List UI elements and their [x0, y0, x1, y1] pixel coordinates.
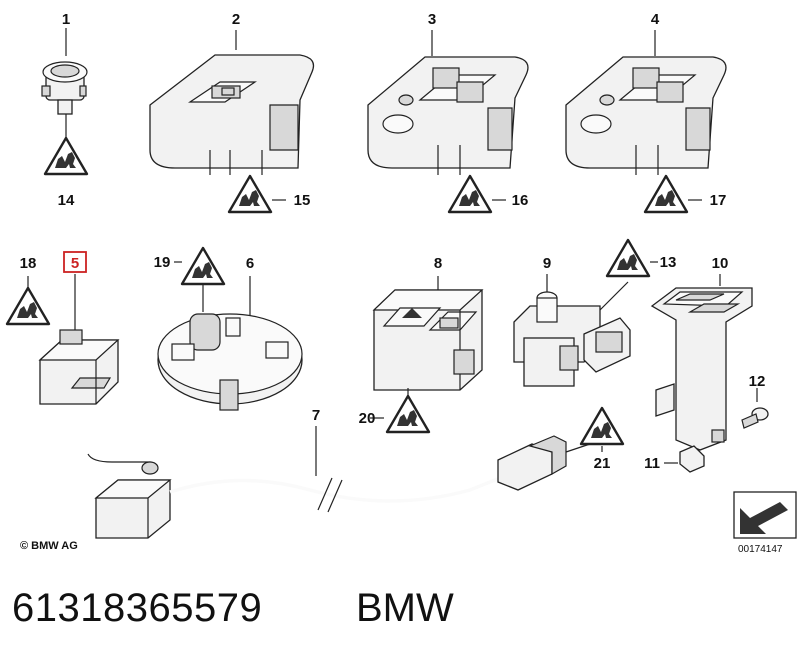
warning-icon-18 — [5, 286, 51, 326]
part-3-switch-panel — [367, 30, 529, 175]
warning-icon-13 — [605, 238, 651, 278]
part-9-push-button — [513, 291, 631, 387]
warning-icon-21 — [579, 406, 625, 446]
part-label-20[interactable]: 20 — [359, 410, 376, 427]
part-4-switch-panel — [565, 30, 727, 175]
part-10-bracket — [650, 287, 753, 451]
part-label-9[interactable]: 9 — [543, 255, 551, 272]
part-label-14[interactable]: 14 — [58, 192, 75, 209]
copyright-notice: © BMW AG — [20, 540, 78, 552]
part-6-holder — [157, 313, 303, 411]
part-label-11[interactable]: 11 — [644, 455, 660, 472]
parts-diagram: 1 2 3 4 5 6 7 8 9 10 11 12 13 14 15 16 1… — [5, 11, 797, 539]
warning-icon-17 — [643, 174, 689, 214]
part-label-15[interactable]: 15 — [294, 192, 311, 209]
footer-brand: BMW — [356, 586, 454, 630]
footer-part-number: 61318365579 — [12, 586, 263, 630]
part-label-13[interactable]: 13 — [660, 254, 677, 271]
part-11-clip — [679, 445, 705, 473]
part-5-switch — [38, 329, 120, 405]
part-labels: 1 2 3 4 5 6 7 8 9 10 11 12 13 14 15 16 1… — [20, 11, 766, 472]
warning-icon-16 — [447, 174, 493, 214]
part-label-19[interactable]: 19 — [154, 254, 171, 271]
diagram-code: 00174147 — [738, 544, 783, 555]
warning-icon-19 — [180, 246, 226, 286]
part-2-switch-panel — [149, 30, 315, 175]
highlight-box-5 — [63, 251, 87, 273]
part-label-16[interactable]: 16 — [512, 192, 529, 209]
part-label-4[interactable]: 4 — [651, 11, 660, 28]
part-label-12[interactable]: 12 — [749, 373, 766, 390]
part-8-push-switch — [372, 289, 484, 391]
warning-icon-20 — [385, 394, 431, 434]
part-label-7[interactable]: 7 — [312, 407, 320, 424]
warning-icon-15 — [227, 174, 273, 214]
part-12-screw — [741, 407, 769, 429]
part-label-17[interactable]: 17 — [710, 192, 727, 209]
part-label-8[interactable]: 8 — [434, 255, 442, 272]
warning-icon-14 — [43, 136, 89, 176]
part-7-microswitch-cable — [87, 435, 567, 539]
part-label-18[interactable]: 18 — [20, 255, 37, 272]
part-label-10[interactable]: 10 — [712, 255, 729, 272]
part-label-1[interactable]: 1 — [62, 11, 70, 28]
part-label-6[interactable]: 6 — [246, 255, 254, 272]
part-label-21[interactable]: 21 — [594, 455, 611, 472]
part-label-2[interactable]: 2 — [232, 11, 240, 28]
part-1-socket — [41, 28, 88, 140]
part-label-5[interactable]: 5 — [71, 255, 79, 272]
part-label-3[interactable]: 3 — [428, 11, 436, 28]
diagram-arrow-box — [733, 491, 797, 539]
